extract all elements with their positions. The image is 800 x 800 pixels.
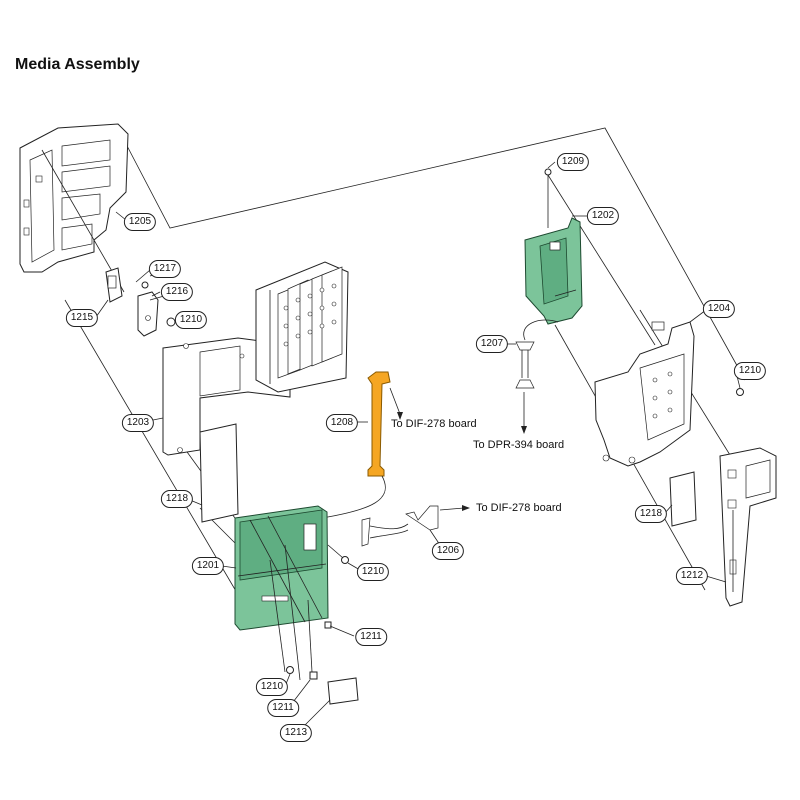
chassis-frame-left (19, 123, 129, 293)
callout-1204: 1204 (702, 300, 736, 318)
callout-1210-top: 1210 (174, 311, 208, 329)
callout-1215: 1217 (148, 260, 182, 278)
callout-1213: 1215 (65, 309, 99, 327)
callout-1218: 1218 (634, 505, 668, 523)
note-dif278-flex: To DIF-278 board (391, 418, 477, 430)
note-dpr394: To DPR-394 board (473, 439, 565, 451)
callout-1214: 1216 (160, 283, 194, 301)
callout-1205: 1205 (123, 213, 157, 231)
callout-1212: 1212 (675, 567, 709, 585)
callout-1217: 1213 (279, 724, 313, 742)
callout-1210-mid: 1210 (356, 563, 390, 581)
page-title: Media Assembly (15, 56, 140, 73)
insulating-sheet-1218 (669, 471, 697, 527)
callout-1202: 1202 (586, 207, 620, 225)
chassis-bracket-right (594, 321, 744, 467)
callout-1216: 1218 (160, 490, 194, 508)
side-bracket-1212 (719, 447, 777, 607)
callout-1208: 1208 (325, 414, 359, 432)
small-brackets (105, 267, 176, 337)
callout-1209: 1209 (556, 153, 590, 171)
small-parts-bottom (286, 621, 359, 705)
cable-1206 (361, 505, 470, 547)
rf-shield (255, 261, 349, 393)
callout-1210-bottom: 1210 (255, 678, 289, 696)
orange-flex-cable-1208 (321, 371, 403, 519)
callout-1211-bottom: 1211 (267, 699, 299, 717)
note-dif278-cable: To DIF-278 board (476, 502, 562, 514)
circuit-board-1201 (234, 505, 349, 681)
callout-1203: 1203 (121, 414, 155, 432)
callout-1201: 1201 (191, 557, 225, 575)
callout-1210-right: 1210 (733, 362, 767, 380)
insulating-sheet-1216 (199, 423, 239, 523)
callout-1207: 1207 (475, 335, 509, 353)
cable-1207 (515, 319, 559, 434)
callout-1211-mid: 1211 (355, 628, 387, 646)
circuit-board-1202 (524, 168, 583, 325)
callout-1206: 1206 (431, 542, 465, 560)
